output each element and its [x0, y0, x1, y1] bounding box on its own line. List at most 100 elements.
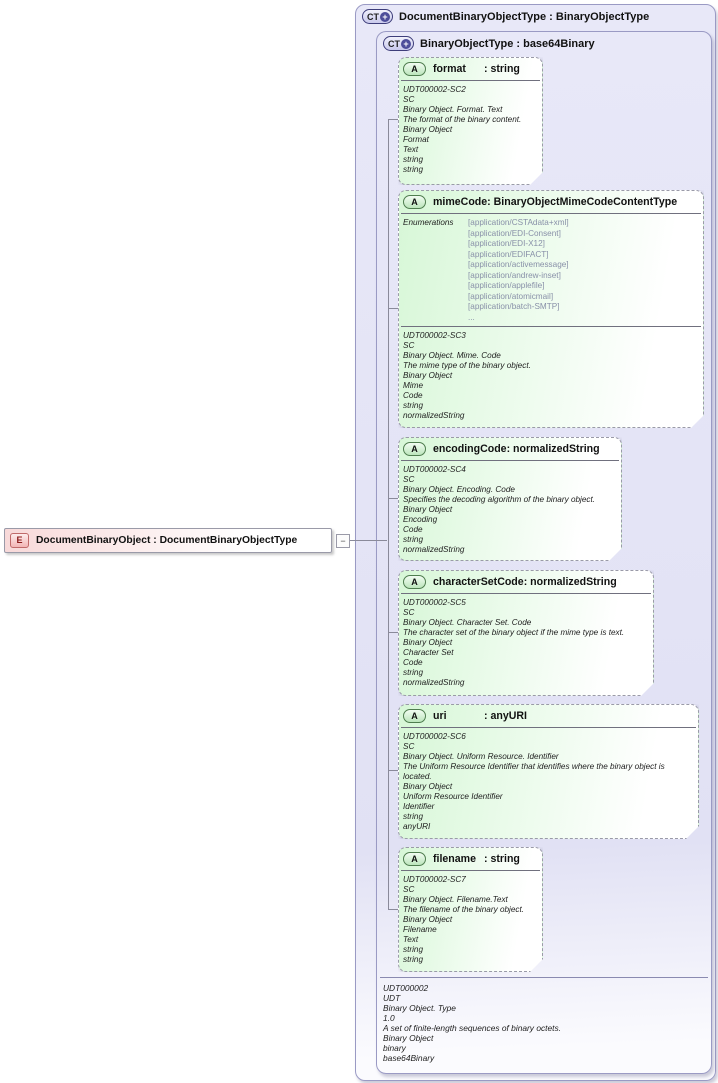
doc-line: UDT000002-SC2 [403, 85, 466, 94]
doc-line: SC [403, 475, 415, 484]
complex-type-box-inner: CT + BinaryObjectType : base64Binary A f… [376, 31, 712, 1074]
doc-line: The mime type of the binary object. [403, 361, 531, 370]
attribute-name: encodingCode [433, 443, 507, 455]
element-title: DocumentBinaryObject : DocumentBinaryObj… [36, 535, 298, 546]
doc-line: Mime [403, 381, 424, 390]
expand-plus-icon[interactable]: + [401, 38, 411, 49]
divider [401, 326, 701, 327]
attribute-header: A encodingCode : normalizedString [399, 438, 621, 460]
attribute-icon: A [403, 442, 426, 456]
doc-line: normalizedString [403, 411, 465, 420]
attribute-box-mimecode: A mimeCode : BinaryObjectMimeCodeContent… [398, 190, 704, 428]
enumerations-section: Enumerations [application/CSTAdata+xml][… [399, 214, 703, 326]
doc-line: Code [403, 391, 423, 400]
outer-box-title: DocumentBinaryObjectType : BinaryObjectT… [399, 10, 650, 23]
doc-line: Binary Object [403, 371, 453, 380]
ct-label: CT [388, 38, 400, 49]
enumerations-label: Enumerations [403, 218, 454, 227]
doc-line: Encoding [403, 515, 438, 524]
doc-line: string [403, 668, 424, 677]
divider [401, 213, 701, 214]
doc-line: UDT000002-SC3 [403, 331, 466, 340]
doc-line: Binary Object. Encoding. Code [403, 485, 515, 494]
attribute-box-charactersetcode: A characterSetCode : normalizedString UD… [398, 570, 654, 696]
doc-line: string [403, 945, 424, 954]
enumeration-values: [application/CSTAdata+xml][application/E… [468, 218, 569, 323]
doc-line: SC [403, 742, 415, 751]
enumeration-value: [application/EDI-X12] [468, 239, 545, 248]
attribute-icon: A [403, 195, 426, 209]
divider [401, 593, 651, 594]
attribute-type: : anyURI [484, 710, 527, 722]
doc-line: SC [403, 885, 415, 894]
tree-spine [388, 119, 389, 909]
attribute-header: A mimeCode : BinaryObjectMimeCodeContent… [399, 191, 703, 213]
doc-line: Character Set [403, 648, 454, 657]
enumeration-value: [application/activemessage] [468, 260, 569, 269]
doc-line: base64Binary [383, 1053, 435, 1063]
attribute-name: filename [433, 853, 476, 865]
enumeration-value: [application/applefile] [468, 281, 545, 290]
doc-line: string [403, 955, 424, 964]
doc-line: Text [403, 935, 419, 944]
attribute-name: mimeCode [433, 196, 488, 208]
attribute-header: A uri : anyURI [399, 705, 698, 727]
inner-box-title: BinaryObjectType : base64Binary [420, 37, 595, 50]
inner-box-header: CT + BinaryObjectType : base64Binary [383, 36, 595, 51]
doc-line: SC [403, 608, 415, 617]
ct-label: CT [367, 11, 379, 22]
doc-line: anyURI [403, 822, 431, 831]
doc-line: string [403, 155, 424, 164]
attribute-header: A characterSetCode : normalizedString [399, 571, 653, 593]
attribute-header: A filename : string [399, 848, 542, 870]
attribute-box-encodingcode: A encodingCode : normalizedString UDT000… [398, 437, 622, 561]
stub-mimecode [388, 308, 398, 309]
element-box-document-binary-object[interactable]: E DocumentBinaryObject : DocumentBinaryO… [4, 528, 332, 553]
attribute-type: : string [484, 853, 520, 865]
doc-line: Binary Object. Type [383, 1003, 456, 1013]
doc-line: Binary Object [403, 505, 453, 514]
doc-line: Code [403, 525, 423, 534]
doc-line: Binary Object [383, 1033, 434, 1043]
attribute-type: : normalizedString [506, 443, 600, 455]
doc-line: SC [403, 341, 415, 350]
doc-line: Text [403, 145, 419, 154]
connector-element-to-type [349, 540, 387, 541]
doc-line: normalizedString [403, 678, 465, 687]
attribute-icon: A [403, 852, 426, 866]
enumeration-value: [application/EDI-Consent] [468, 228, 561, 238]
doc-line: Code [403, 658, 423, 667]
doc-line: UDT000002-SC5 [403, 598, 466, 607]
attribute-icon: A [403, 709, 426, 723]
divider [401, 727, 696, 728]
footer-divider [380, 977, 708, 978]
collapse-handle[interactable]: − [336, 534, 350, 548]
complex-type-icon: CT + [383, 36, 414, 51]
doc-line: Identifier [403, 802, 435, 811]
expand-plus-icon[interactable]: + [380, 11, 390, 22]
attribute-header: A format : string [399, 58, 542, 80]
doc-line: UDT000002-SC7 [403, 875, 466, 884]
element-icon: E [10, 533, 29, 548]
doc-line: A set of finite-length sequences of bina… [383, 1023, 561, 1033]
attribute-name: characterSetCode [433, 576, 524, 588]
doc-line: UDT [383, 993, 401, 1003]
stub-encodingcode [388, 498, 398, 499]
attribute-type: : normalizedString [523, 576, 617, 588]
doc-line: binary [383, 1043, 406, 1053]
doc-line: string [403, 401, 424, 410]
doc-line: UDT000002-SC4 [403, 465, 466, 474]
outer-box-header: CT + DocumentBinaryObjectType : BinaryOb… [362, 9, 649, 24]
doc-line: string [403, 165, 424, 174]
enumeration-value: [application/atomicmail] [468, 291, 554, 301]
stub-uri [388, 770, 398, 771]
doc-line: 1.0 [383, 1013, 395, 1023]
